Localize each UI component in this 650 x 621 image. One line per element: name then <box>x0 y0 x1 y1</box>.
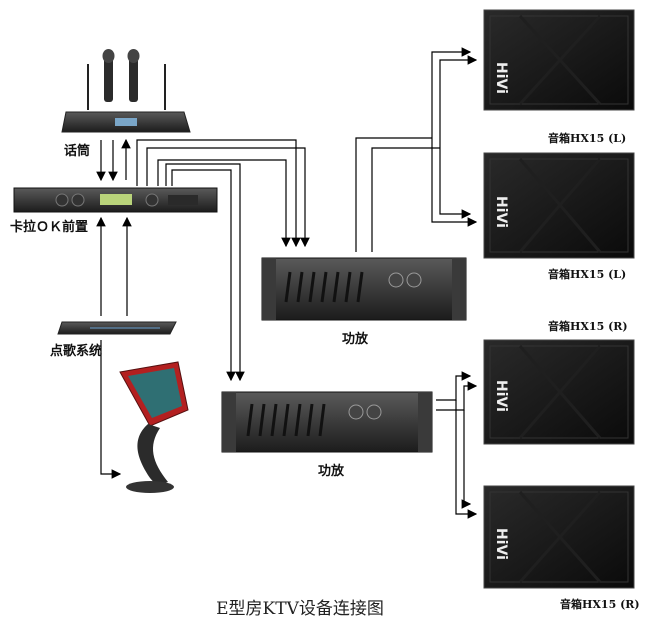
microphone-label: 话筒 <box>64 144 91 159</box>
amp-bottom-label: 功放 <box>318 464 345 479</box>
speaker-3: HiVi <box>483 339 635 445</box>
amp-top-label: 功放 <box>342 332 369 347</box>
speaker-brand-logo: HiVi <box>493 196 509 228</box>
speaker-1: HiVi <box>483 9 635 111</box>
speaker-2-label: 音箱HX15 (L) <box>548 268 627 281</box>
speaker-3-label: 音箱HX15 (R) <box>548 320 628 333</box>
song-system-label: 点歌系统 <box>50 344 103 359</box>
microphone-receiver <box>61 49 191 133</box>
touchscreen-kiosk <box>119 361 189 493</box>
speaker-1-label: 音箱HX15 (L) <box>548 132 627 145</box>
amplifier-bottom <box>221 391 433 453</box>
speaker-4: HiVi <box>483 485 635 589</box>
speaker-brand-logo: HiVi <box>493 380 509 412</box>
connection-wires <box>96 47 478 519</box>
song-system-box <box>57 321 177 335</box>
speaker-4-label: 音箱HX15 (R) <box>560 598 640 611</box>
speaker-2: HiVi <box>483 152 635 259</box>
karaoke-preamp-label: 卡拉ＯＫ前置 <box>10 220 89 235</box>
diagram-title: E型房KTV设备连接图 <box>216 599 384 619</box>
amplifier-top <box>261 257 467 321</box>
speaker-brand-logo: HiVi <box>493 62 509 94</box>
speaker-brand-logo: HiVi <box>493 528 509 560</box>
karaoke-preamp <box>13 187 218 213</box>
